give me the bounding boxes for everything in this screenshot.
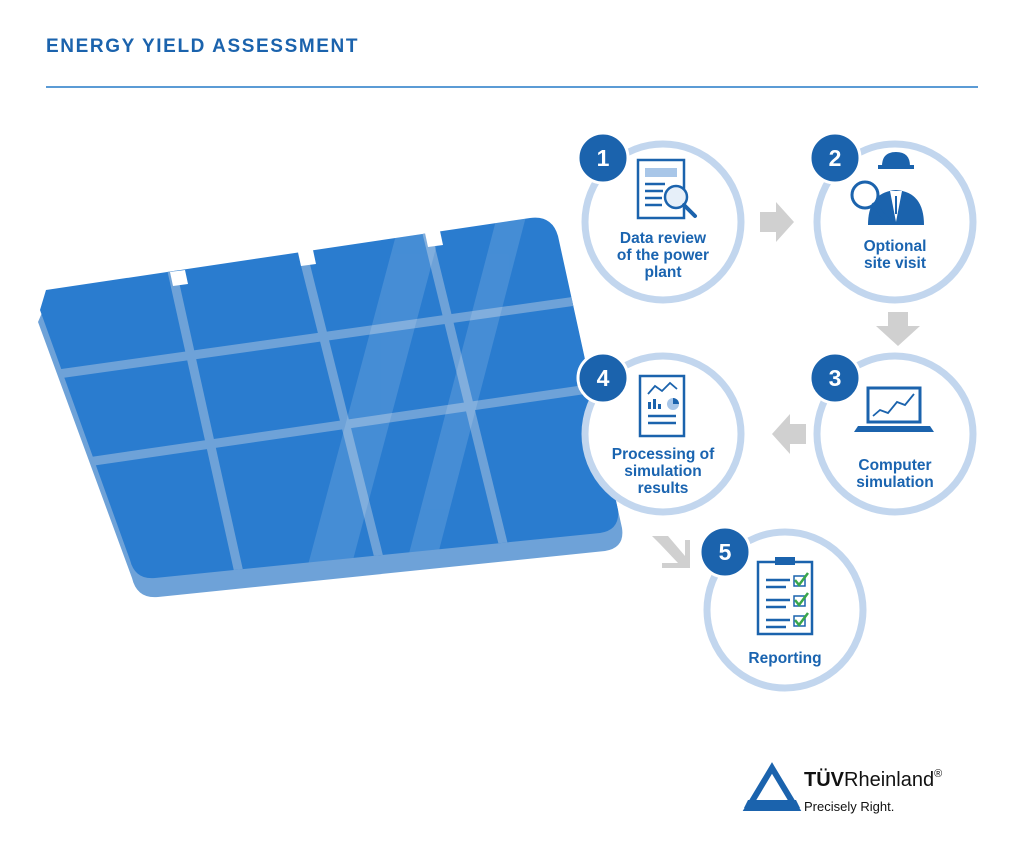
tuv-logo-icon — [742, 762, 802, 811]
arrow-2-to-3 — [876, 312, 920, 346]
page-title: ENERGY YIELD ASSESSMENT — [46, 36, 360, 57]
registered-mark: ® — [934, 768, 943, 780]
step-label-5: Reporting — [748, 650, 822, 667]
step-label-4: Processing of simulation results — [611, 446, 715, 497]
title-divider — [46, 86, 978, 88]
step-circle-5 — [698, 525, 867, 692]
flow-arrows — [652, 202, 920, 568]
arrow-4-to-5 — [652, 536, 690, 568]
brand-bold: TÜV — [804, 769, 844, 791]
document-magnifier-icon — [636, 158, 697, 220]
step-circle-1 — [576, 131, 745, 304]
step-number-4: 4 — [596, 365, 610, 391]
laptop-chart-icon — [854, 386, 934, 432]
step-number-2: 2 — [828, 145, 842, 171]
step-number-1: 1 — [596, 145, 610, 171]
step-number-3: 3 — [828, 365, 842, 391]
report-chart-icon — [638, 374, 686, 438]
step-circle-3 — [808, 351, 977, 516]
step-number-5: 5 — [718, 539, 732, 565]
step-label-3: Computer simulation — [856, 457, 934, 491]
solar-panel — [38, 217, 623, 598]
solar-panel-grid — [40, 223, 619, 579]
checklist-icon — [756, 557, 814, 636]
panel-reflection — [300, 217, 530, 579]
brand-name: TÜVRheinland® — [804, 768, 942, 792]
arrow-3-to-4 — [772, 414, 806, 454]
brand-tagline: Precisely Right. — [804, 799, 895, 814]
step-label-1: Data review of the power plant — [616, 230, 710, 281]
engineer-magnifier-icon — [850, 152, 924, 225]
brand-regular: Rheinland — [844, 769, 935, 791]
step-label-2: Optional site visit — [863, 238, 927, 272]
arrow-1-to-2 — [760, 202, 794, 242]
